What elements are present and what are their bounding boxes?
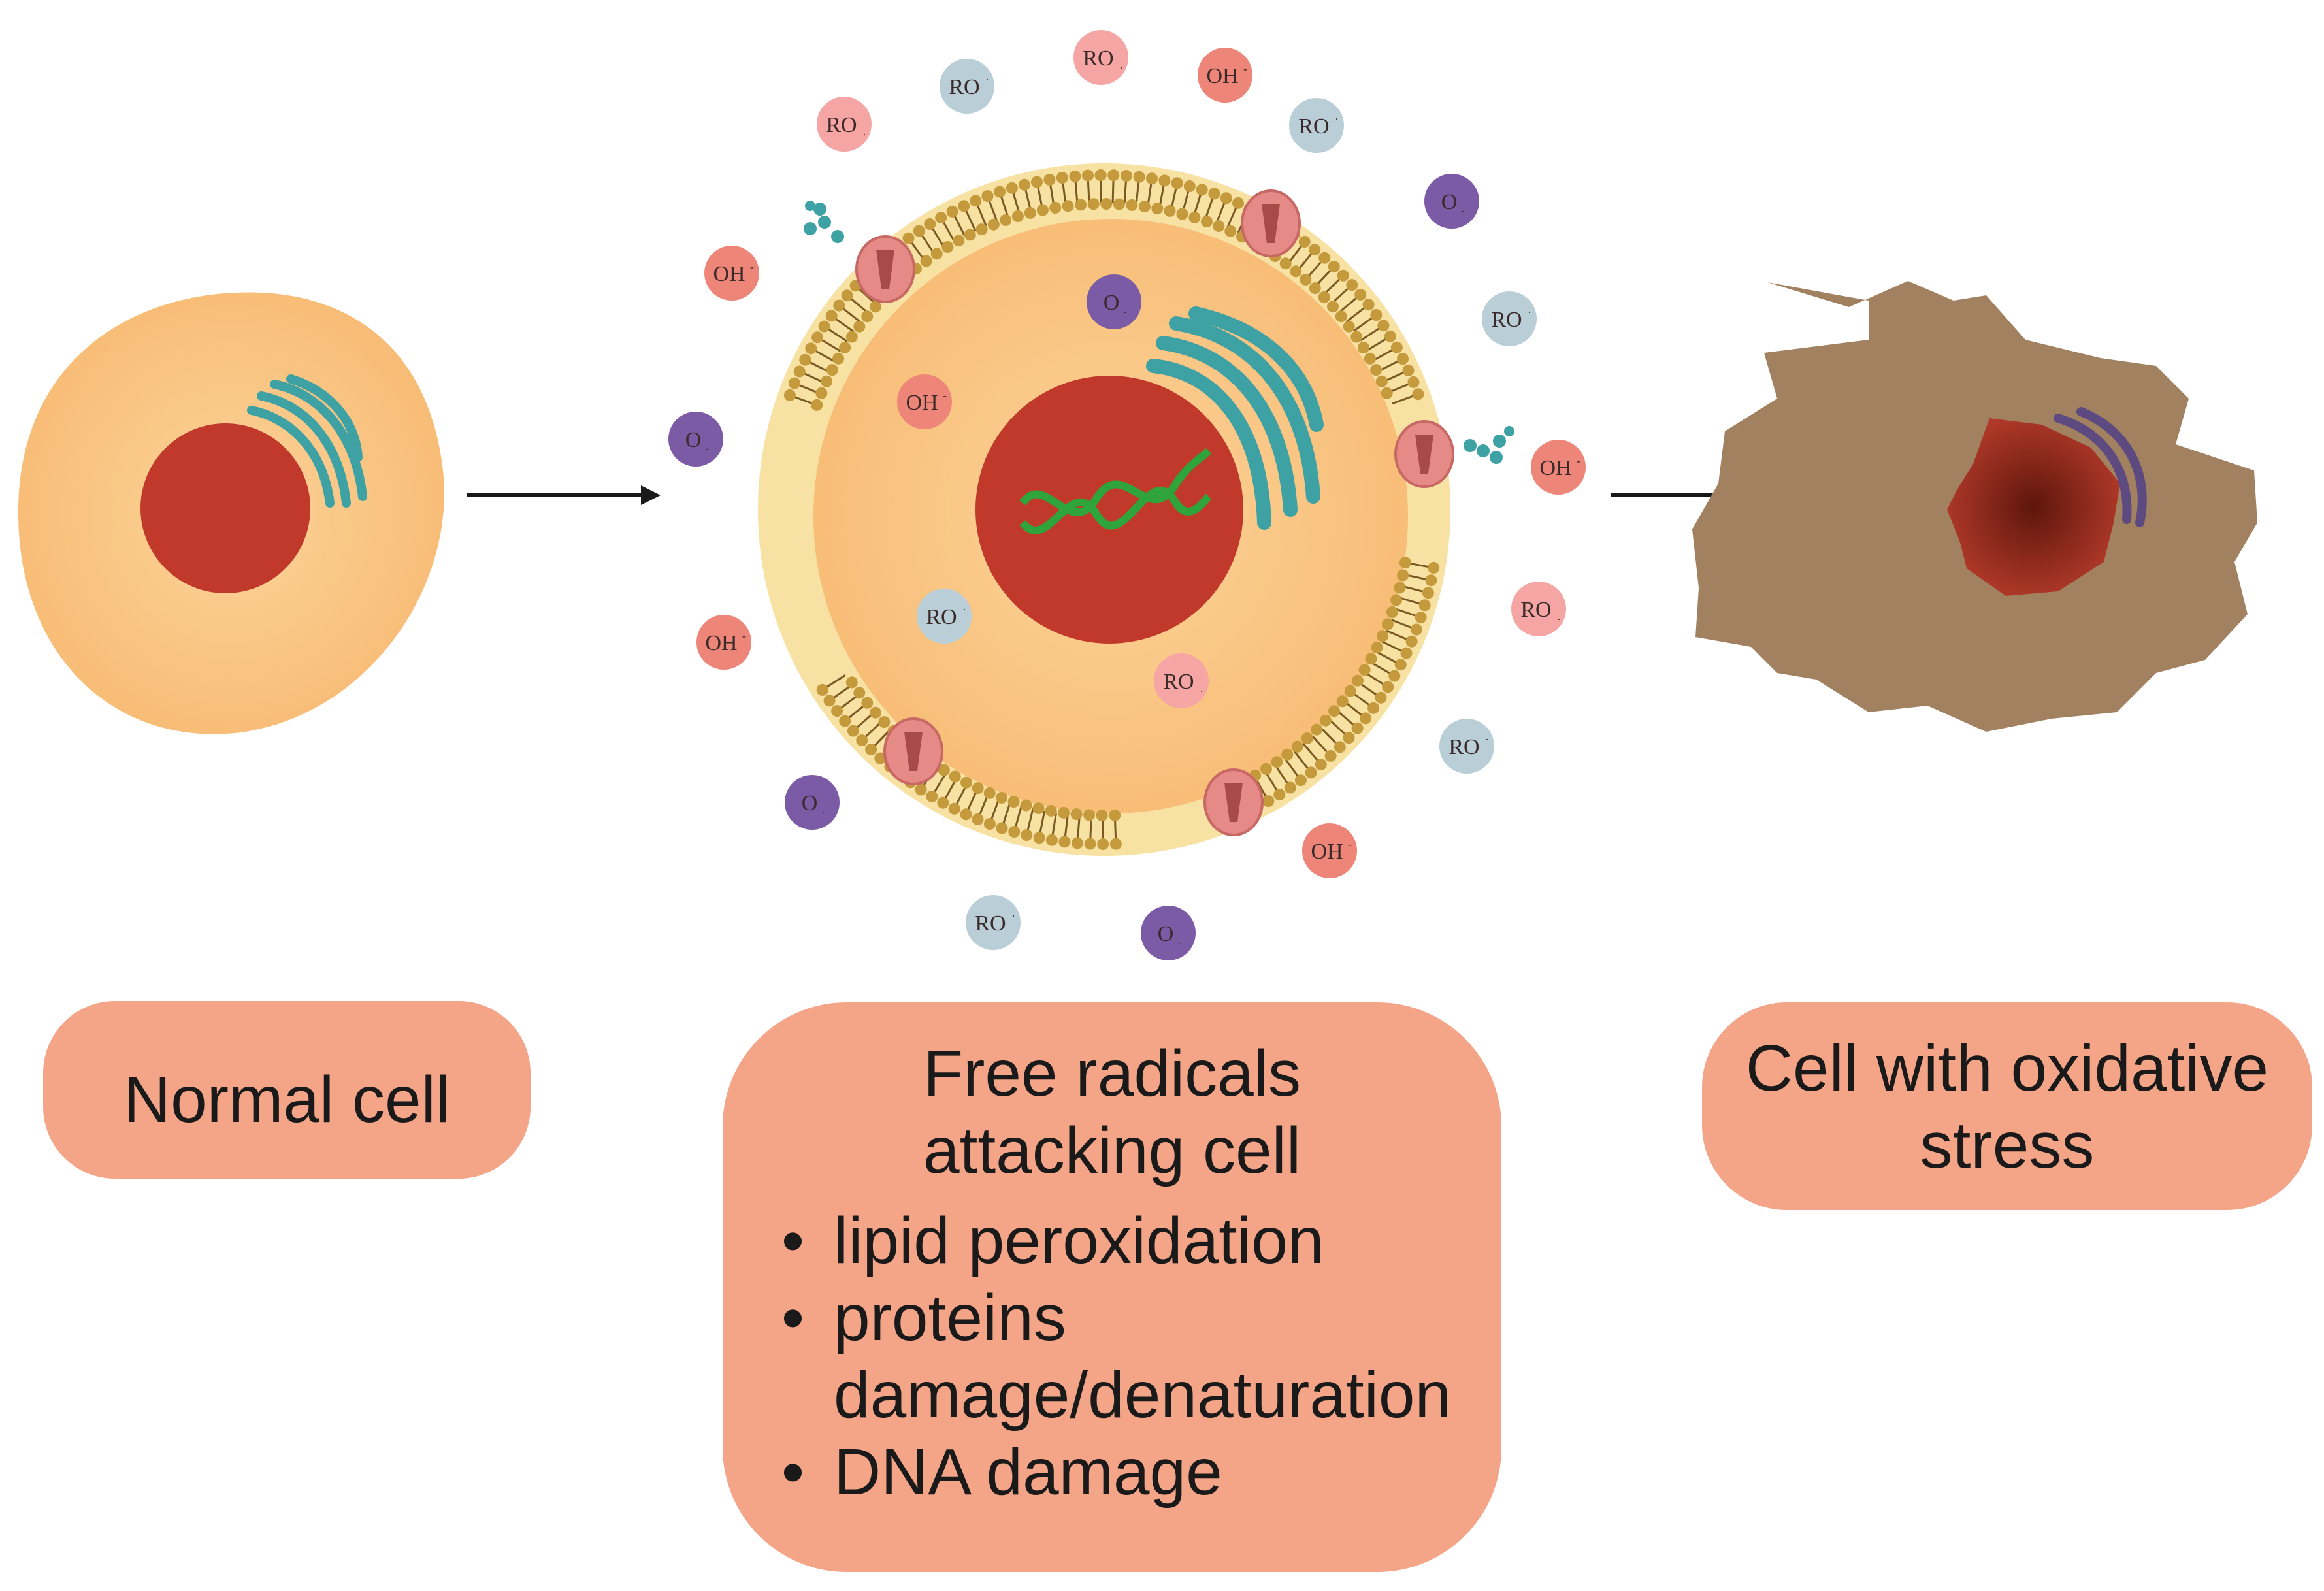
radical-ro: RO · [1482,291,1537,346]
attack-title-line1: Free radicals [923,1037,1301,1110]
radical-ro: RO · [966,895,1021,950]
radical-label: RO [975,911,1006,936]
radical-o2: O· [1141,906,1196,960]
radical-label: RO [826,113,857,137]
radical-charge-mark: · [985,73,989,86]
effect-item: DNA damage [781,1434,1501,1511]
radical-charge-mark: - [750,260,754,273]
attacked-cell-golgi-icon [1146,306,1324,530]
radical-charge-mark: - [1348,838,1352,851]
radical-ro2: RO · [1511,582,1566,636]
radical-oh: OH- [897,374,952,429]
attacked-cell-nucleus [975,376,1243,644]
radical-label: RO [1448,735,1479,759]
radical-charge-mark: · [1123,306,1127,319]
free-radicals: RO·RO·OH-RO·RO·O·OH-O·RO·OH-O·OH-RO·OH-R… [668,30,1586,960]
radical-label: OH [713,262,745,286]
normal-cell-label: Normal cell [123,1063,451,1136]
normal-cell-golgi-icon [247,374,367,508]
radical-oh: OH- [1531,440,1586,495]
radical-label: OH [705,631,737,655]
protein-channel-icon [883,717,943,785]
radical-charge-mark: · [1200,685,1203,698]
radical-o2: O· [1424,174,1479,229]
radical-label: O [1441,190,1458,214]
radical-ro: RO · [1289,98,1344,153]
radical-charge-mark: · [862,128,866,141]
protein-channel-icon [1241,189,1301,257]
dna-helix-icon [1019,448,1212,534]
protein-channel-icon [1394,420,1454,488]
radical-label: O [1158,922,1174,946]
radical-charge-mark: - [1243,62,1247,75]
radical-label: RO [1163,670,1194,694]
radical-charge-mark: · [1528,306,1531,319]
radical-ro2: RO · [1073,30,1128,85]
radical-charge-mark: · [1461,205,1465,218]
glycoprotein-icon [804,201,1514,464]
radical-oh: OH- [704,246,759,301]
radical-charge-mark: - [943,389,947,402]
radical-charge-mark: · [705,443,709,456]
stressed-cell-label: Cell with oxidative stress [1702,1002,2312,1184]
protein-channel-icon [855,235,915,303]
attacked-cell [758,163,1514,856]
radical-label: RO [1083,46,1113,71]
radical-label: OH [1206,64,1238,88]
radical-ro: RO · [940,59,994,114]
radical-charge-mark: · [1485,733,1489,746]
stressed-cell-label-line1: Cell with oxidative [1745,1032,2269,1105]
radical-label: OH [1539,456,1571,480]
radical-label: OH [906,391,938,415]
normal-cell-label-box: Normal cell [43,1001,531,1179]
radical-label: O [1104,291,1120,315]
radical-label: RO [1491,308,1522,332]
radical-label: O [685,428,702,452]
radical-label: RO [1298,114,1329,139]
radical-oh: OH- [1198,48,1252,103]
radical-ro: RO · [917,589,972,644]
normal-cell-nucleus [140,423,310,593]
attack-title: Free radicals attacking cell [723,1002,1501,1189]
normal-cell [18,292,444,734]
radical-charge-mark: · [1335,112,1339,125]
stressed-cell-label-line2: stress [1920,1109,2095,1182]
stressed-cell-label-box: Cell with oxidative stress [1702,1002,2312,1210]
radical-charge-mark: · [1119,61,1123,74]
radical-oh: OH- [696,615,751,670]
radical-o2: O· [785,775,840,830]
radical-ro: RO · [1439,719,1494,774]
radical-ro2: RO · [1154,653,1209,708]
radical-charge-mark: · [1011,910,1015,923]
radical-o2: O· [668,412,723,467]
radical-label: RO [1520,598,1551,622]
radical-oh: OH- [1302,823,1357,878]
radical-label: O [802,791,818,815]
protein-channel-icon [1203,768,1264,836]
stressed-cell [1692,281,2257,732]
attack-title-line2: attacking cell [923,1114,1301,1187]
stressed-cell-nucleus [1947,418,2120,596]
radical-charge-mark: - [1577,454,1580,467]
radical-o2: O· [1087,274,1141,329]
radical-label: OH [1311,840,1343,864]
radical-label: RO [949,75,979,99]
radical-charge-mark: · [962,603,966,616]
protein-channels [855,189,1454,836]
attack-effects-list: lipid peroxidation proteins damage/denat… [723,1202,1501,1511]
radical-charge-mark: · [821,806,825,819]
effect-item: lipid peroxidation [781,1202,1501,1279]
radical-charge-mark: - [742,629,746,642]
radical-charge-mark: · [1177,937,1181,950]
effect-item: proteins damage/denaturation [781,1279,1487,1434]
attack-label-box: Free radicals attacking cell lipid perox… [723,1002,1501,1572]
radical-charge-mark: · [1557,613,1561,626]
radical-ro2: RO · [817,97,872,152]
radical-label: RO [926,605,957,629]
stressed-cell-golgi-icon [2054,407,2147,527]
